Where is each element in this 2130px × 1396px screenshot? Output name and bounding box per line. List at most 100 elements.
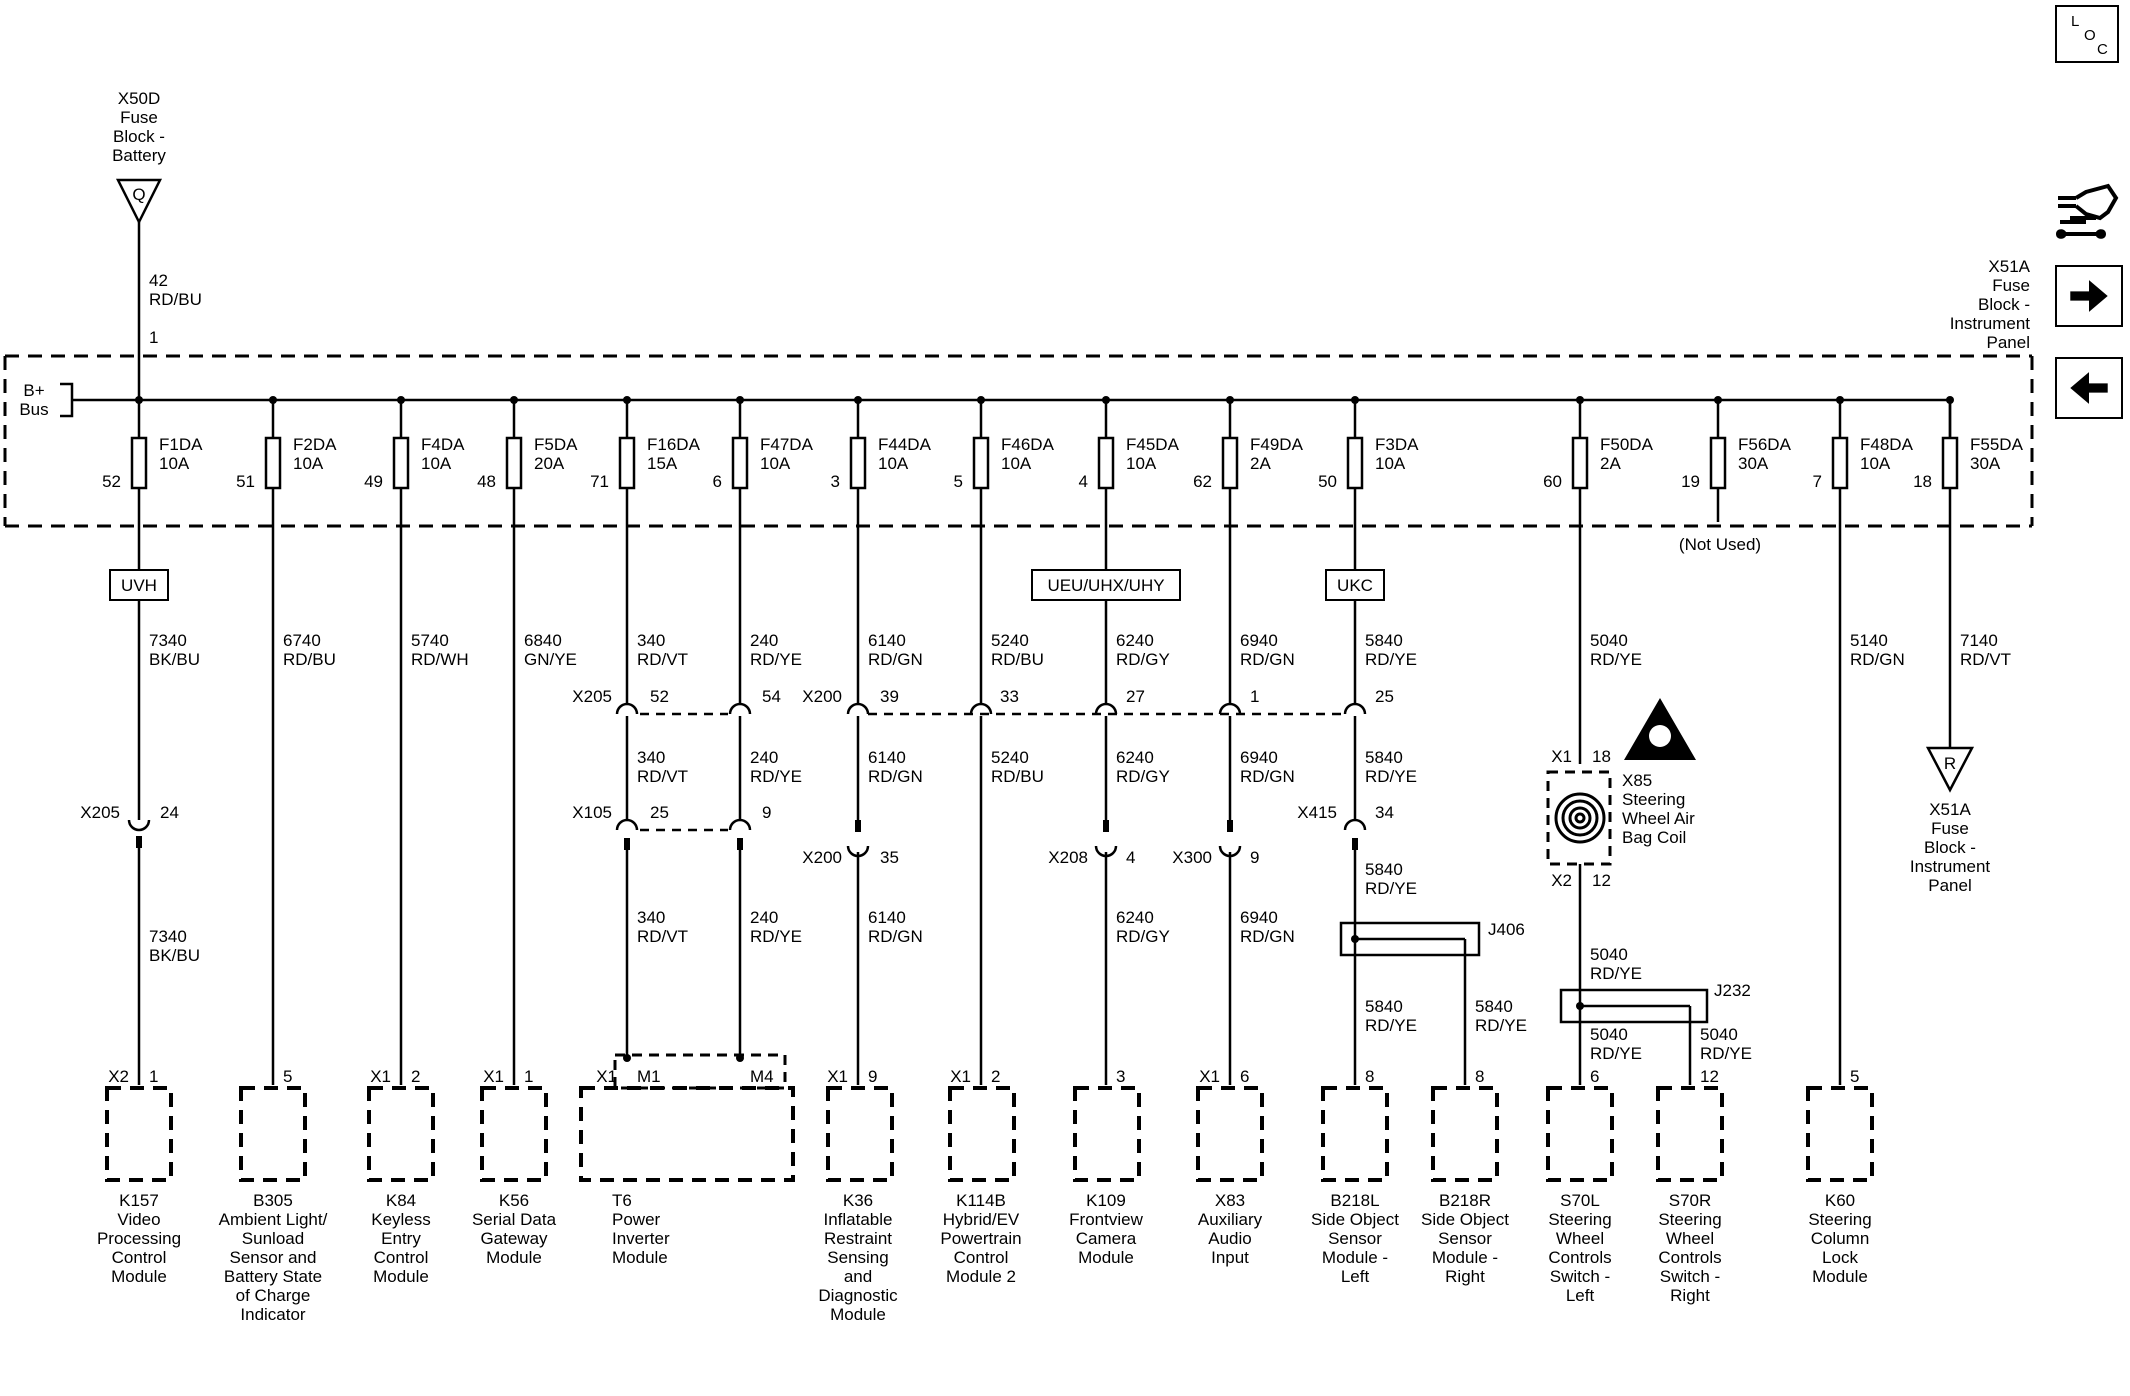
wire-circuit: 5040 [1700,1025,1738,1044]
connector-x205 [615,702,639,715]
module-label: K109 [1086,1191,1126,1210]
module-label: Switch - [1660,1267,1720,1286]
module-label: and [844,1267,872,1286]
module-pin: 6 [1240,1067,1249,1086]
module-label: Processing [97,1229,181,1248]
wire-circuit: 340 [637,631,665,650]
wire-color: RD/BU [283,650,336,669]
wire-color: RD/YE [1700,1044,1752,1063]
module-label: Left [1566,1286,1595,1305]
wire-circuit: 240 [750,908,778,927]
module-label: Restraint [824,1229,892,1248]
x51a-bottom-label: Block - [1924,838,1976,857]
wire-color: RD/GY [1116,767,1170,786]
fuse-symbol [392,436,410,490]
fuse-cavity-pin: 62 [1193,472,1212,491]
connector-x105 [728,818,752,831]
module-label: Lock [1822,1248,1858,1267]
module-label: B218R [1439,1191,1491,1210]
fuse-cavity-pin: 5 [954,472,963,491]
module-label: Control [954,1248,1009,1267]
module-label: Controls [1658,1248,1721,1267]
module-connector-name: X1 [370,1067,391,1086]
module-box [948,1086,1016,1182]
splice-j406 [1339,921,1481,957]
wire-color: RD/GN [1850,650,1905,669]
x51a-top-label: Panel [1987,333,2030,352]
fuse-rating: 10A [878,454,909,473]
fuse-cavity-pin: 19 [1681,472,1700,491]
x51a-bottom-label: Fuse [1931,819,1969,838]
terminal-r-letter: R [1944,754,1956,773]
fuse-symbol [618,436,636,490]
module-label: Module [111,1267,167,1286]
module-pin: 5 [283,1067,292,1086]
option-ueu-uhx-uhy-box [1031,569,1181,601]
connector-female [1343,702,1367,715]
wire-color: RD/VT [637,650,688,669]
module-pin: 1 [524,1067,533,1086]
coil-connector-name: X2 [1551,871,1572,890]
fuse-cavity-pin: 3 [831,472,840,491]
fuse-rating: 20A [534,454,565,473]
coil-connector-name: X1 [1551,747,1572,766]
module-pin: 5 [1850,1067,1859,1086]
fuse-rating: 15A [647,454,678,473]
option-ukc: UKC [1337,576,1373,595]
connector-pin: 54 [762,687,781,706]
arrow-right-icon[interactable] [2055,265,2123,327]
clock-spring-coil-icon [1574,812,1586,824]
wire-color: RD/YE [1590,650,1642,669]
connector-pin: 35 [880,848,899,867]
fuse-cavity-pin: 51 [236,472,255,491]
fuse-name: F16DA [647,435,701,454]
module-connector-name: X1 [827,1067,848,1086]
module-label: Steering [1808,1210,1871,1229]
wire-color: RD/GN [1240,927,1295,946]
wire-circuit: 340 [637,748,665,767]
fuse-cavity-pin: 60 [1543,472,1562,491]
module-label: Hybrid/EV [943,1210,1020,1229]
not-used-label: (Not Used) [1679,535,1761,554]
wire-color: RD/GY [1116,927,1170,946]
connector-male-pin [624,838,630,850]
fuse-name: F46DA [1001,435,1055,454]
airbag-warning-icon-detail [1649,725,1671,747]
module-label: T6 [612,1191,632,1210]
loc-letter-c: C [2097,41,2108,58]
fuse-name: F47DA [760,435,814,454]
module-label: Auxiliary [1198,1210,1263,1229]
connector-name: X205 [572,687,612,706]
wire-color: RD/YE [1590,1044,1642,1063]
module-label: Controls [1548,1248,1611,1267]
splice-j232 [1559,988,1709,1024]
module-connector-name: X2 [108,1067,129,1086]
fuse-cavity-pin: 49 [364,472,383,491]
module-label: Indicator [240,1305,306,1324]
wire-circuit: 5840 [1365,997,1403,1016]
option-uvh-box [109,569,169,601]
arrow-left-icon[interactable] [2055,357,2123,419]
module-label: of Charge [236,1286,311,1305]
connector-name: X415 [1297,803,1337,822]
module-pin: 3 [1116,1067,1125,1086]
loc-icon[interactable]: L O C [2055,5,2119,63]
fuse-rating: 10A [760,454,791,473]
wire-circuit: 6140 [868,748,906,767]
wire-circuit: 6940 [1240,631,1278,650]
airbag-coil-label: Wheel Air [1622,809,1695,828]
wire-color: RD/GN [868,767,923,786]
wire-circuit: 240 [750,631,778,650]
module-label: Module [830,1305,886,1324]
wire-circuit: 6740 [283,631,321,650]
connector-tools-icon[interactable] [2050,172,2126,252]
module-label: K56 [499,1191,529,1210]
fuse-name: F44DA [878,435,932,454]
module-box [1431,1086,1499,1182]
connector-x205 [728,702,752,715]
module-label: Module [612,1248,668,1267]
module-pin: 8 [1475,1067,1484,1086]
wire-circuit: 5040 [1590,631,1628,650]
module-pin: M1 [637,1067,661,1086]
